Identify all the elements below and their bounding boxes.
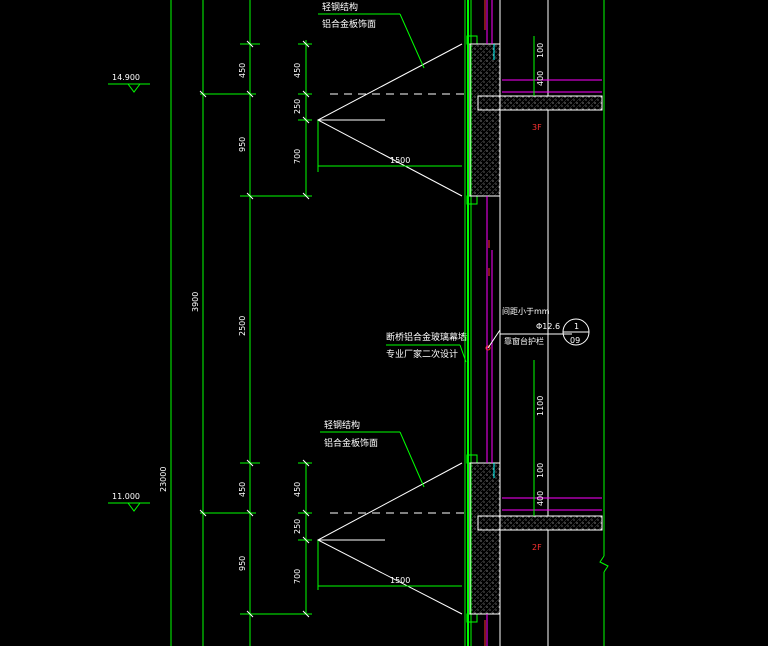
- dim-lower-span-1500: 1500: [390, 576, 410, 585]
- railing-note-line3: 靠窗台护栏: [504, 336, 544, 346]
- railing-note-line1: 间距小于: [502, 307, 534, 316]
- dim-upper-450: 450: [238, 63, 247, 78]
- detail-bubble-top: 1: [574, 322, 579, 331]
- dim-right-upper-100: 100: [536, 43, 545, 58]
- dim-upper-inner-250: 250: [293, 99, 302, 114]
- red-markers: [484, 0, 491, 646]
- railing-note-line2: Φ12.6: [536, 322, 560, 331]
- upper-note-leader: [318, 13, 425, 69]
- dim-right-lower-400: 400: [536, 491, 545, 506]
- dim-lower-inner-450: 450: [293, 482, 302, 497]
- interior-wall-lines: [499, 0, 549, 646]
- dim-lower-950: 950: [238, 556, 247, 571]
- curtain-wall-note-line1: 断桥铝合金玻璃幕墙: [386, 331, 467, 343]
- floor-label-lower: 2F: [532, 543, 542, 552]
- upper-note-line2: 铝合金板饰面: [322, 18, 376, 30]
- dimension-slash-marks: [199, 40, 310, 618]
- lower-note-leader: [320, 431, 425, 488]
- elevation-marker-upper: [108, 83, 150, 93]
- upper-note-line1: 轻钢结构: [322, 1, 358, 13]
- dim-upper-inner-700: 700: [293, 149, 302, 164]
- dim-right-upper-400: 400: [536, 71, 545, 86]
- railing-note-unit: mm: [534, 307, 550, 316]
- upper-fin-outline: [316, 43, 463, 197]
- dim-upper-inner-450: 450: [293, 63, 302, 78]
- lower-note-line1: 轻钢结构: [324, 419, 360, 431]
- dim-right-1100: 1100: [536, 396, 545, 416]
- interior-grid-green: [599, 0, 609, 646]
- dim-right-lower-100: 100: [536, 463, 545, 478]
- dim-floor-height: 3900: [191, 292, 200, 312]
- fin-span-lines: [318, 165, 462, 587]
- vertical-grid-lines: [170, 0, 319, 646]
- lower-note-line2: 铝合金板饰面: [324, 437, 378, 449]
- lower-fin-outline: [316, 462, 463, 615]
- floor-label-upper: 3F: [532, 123, 542, 132]
- curtain-wall-note-line2: 专业厂家二次设计: [386, 348, 458, 360]
- slab-level-dashed-lines: [330, 93, 470, 514]
- elevation-marker-lower: [108, 502, 150, 512]
- dim-upper-span-1500: 1500: [390, 156, 410, 165]
- lower-slab-beam: [469, 462, 603, 615]
- railing-note-leader: [487, 318, 590, 349]
- upper-slab-beam: [469, 43, 603, 197]
- elevation-label-upper: 14.900: [112, 73, 140, 82]
- dim-lower-450: 450: [238, 482, 247, 497]
- dim-overall: 23000: [159, 467, 168, 492]
- elevation-label-lower: 11.000: [112, 492, 140, 501]
- dimension-ticks: [200, 43, 312, 615]
- finish-lines-magenta: [486, 0, 602, 646]
- detail-bubble-bottom: 09: [570, 336, 580, 345]
- dim-lower-inner-250: 250: [293, 519, 302, 534]
- dim-upper-950: 950: [238, 137, 247, 152]
- dim-middle-2500: 2500: [238, 316, 247, 336]
- dim-lower-inner-700: 700: [293, 569, 302, 584]
